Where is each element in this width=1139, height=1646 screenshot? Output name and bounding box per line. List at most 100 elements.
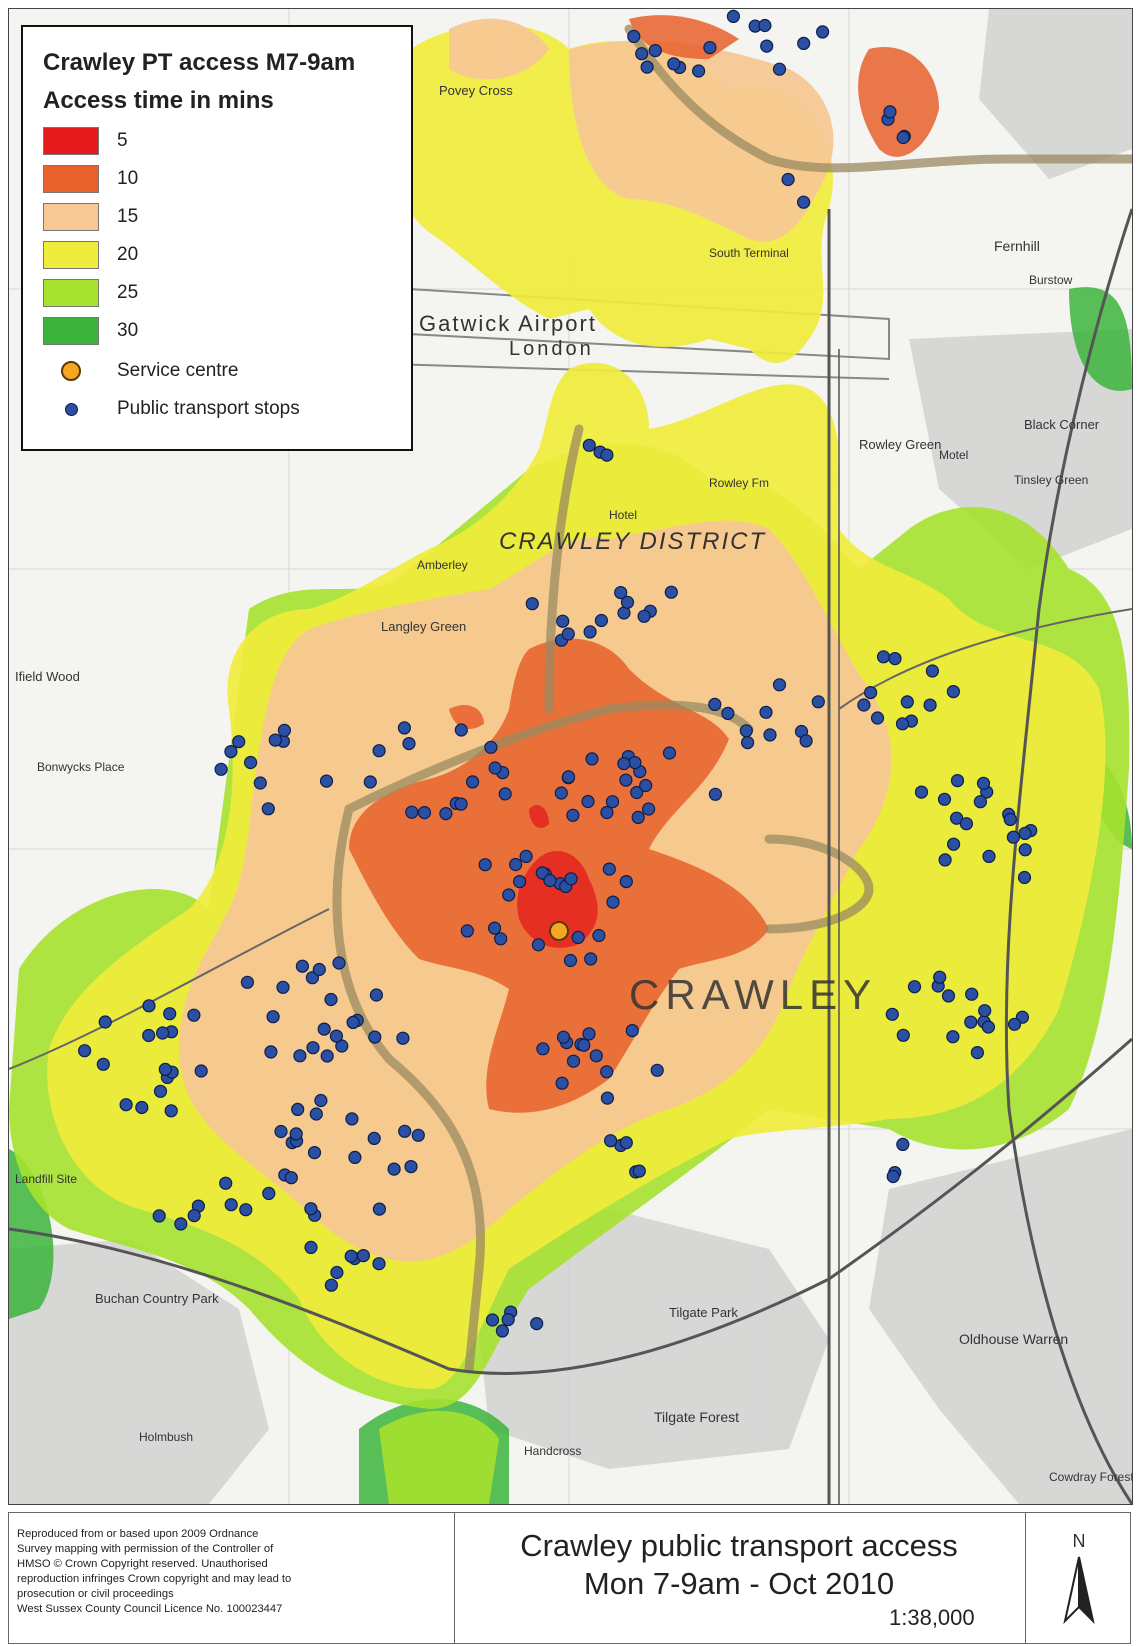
transport-stop-marker[interactable] — [886, 1169, 900, 1184]
transport-stop-marker[interactable] — [369, 988, 383, 1002]
transport-stop-marker[interactable] — [460, 924, 474, 938]
transport-stop-marker[interactable] — [566, 1054, 581, 1068]
transport-stop-marker[interactable] — [404, 1159, 418, 1174]
transport-stop-marker[interactable] — [543, 873, 557, 888]
transport-stop-marker[interactable] — [488, 761, 502, 775]
transport-stop-marker[interactable] — [335, 1039, 349, 1053]
transport-stop-marker[interactable] — [284, 1171, 298, 1185]
transport-stop-marker[interactable] — [981, 1020, 996, 1034]
transport-stop-marker[interactable] — [581, 794, 595, 809]
transport-stop-marker[interactable] — [949, 811, 964, 825]
transport-stop-marker[interactable] — [98, 1015, 112, 1029]
transport-stop-marker[interactable] — [398, 1124, 412, 1138]
transport-stop-marker[interactable] — [760, 39, 774, 53]
transport-stop-marker[interactable] — [708, 697, 722, 712]
transport-stop-marker[interactable] — [142, 999, 156, 1013]
transport-stop-marker[interactable] — [589, 1049, 603, 1063]
transport-stop-marker[interactable] — [372, 744, 386, 758]
transport-stop-marker[interactable] — [266, 1010, 280, 1024]
transport-stop-marker[interactable] — [142, 1028, 156, 1043]
transport-stop-marker[interactable] — [156, 1026, 170, 1040]
transport-stop-marker[interactable] — [224, 1198, 238, 1212]
transport-stop-marker[interactable] — [439, 806, 453, 821]
transport-stop-marker[interactable] — [965, 987, 979, 1001]
transport-stop-marker[interactable] — [635, 47, 649, 61]
transport-stop-marker[interactable] — [466, 775, 480, 789]
transport-stop-marker[interactable] — [781, 172, 795, 187]
transport-stop-marker[interactable] — [417, 805, 432, 820]
transport-stop-marker[interactable] — [964, 1015, 978, 1029]
transport-stop-marker[interactable] — [164, 1104, 178, 1118]
transport-stop-marker[interactable] — [488, 921, 502, 935]
transport-stop-marker[interactable] — [348, 1150, 362, 1165]
transport-stop-marker[interactable] — [970, 1045, 985, 1060]
transport-stop-marker[interactable] — [973, 795, 988, 809]
transport-stop-marker[interactable] — [811, 695, 825, 709]
transport-stop-marker[interactable] — [77, 1044, 92, 1058]
transport-stop-marker[interactable] — [152, 1209, 166, 1223]
transport-stop-marker[interactable] — [324, 1278, 338, 1292]
transport-stop-marker[interactable] — [187, 1008, 201, 1022]
transport-stop-marker[interactable] — [564, 872, 578, 886]
transport-stop-marker[interactable] — [509, 857, 523, 872]
transport-stop-marker[interactable] — [796, 195, 811, 209]
transport-stop-marker[interactable] — [582, 438, 596, 452]
transport-stop-marker[interactable] — [312, 962, 326, 977]
transport-stop-marker[interactable] — [630, 785, 644, 800]
transport-stop-marker[interactable] — [519, 849, 533, 864]
transport-stop-marker[interactable] — [556, 1030, 571, 1044]
transport-stop-marker[interactable] — [650, 1063, 664, 1077]
transport-stop-marker[interactable] — [614, 585, 628, 600]
transport-stop-marker[interactable] — [620, 595, 635, 609]
transport-stop-marker[interactable] — [619, 773, 633, 787]
transport-stop-marker[interactable] — [664, 585, 678, 599]
transport-stop-marker[interactable] — [1007, 1017, 1022, 1031]
transport-stop-marker[interactable] — [346, 1015, 360, 1030]
transport-stop-marker[interactable] — [946, 1030, 960, 1044]
transport-stop-marker[interactable] — [367, 1131, 381, 1146]
transport-stop-marker[interactable] — [261, 802, 275, 816]
transport-stop-marker[interactable] — [583, 625, 597, 639]
transport-stop-marker[interactable] — [978, 1004, 992, 1018]
transport-stop-marker[interactable] — [577, 1038, 591, 1052]
transport-stop-marker[interactable] — [372, 1257, 386, 1271]
transport-stop-marker[interactable] — [896, 130, 910, 145]
transport-stop-marker[interactable] — [396, 1031, 410, 1045]
transport-stop-marker[interactable] — [244, 755, 258, 770]
transport-stop-marker[interactable] — [525, 597, 539, 611]
transport-stop-marker[interactable] — [484, 740, 498, 754]
transport-stop-marker[interactable] — [772, 678, 787, 692]
transport-stop-marker[interactable] — [513, 874, 527, 889]
transport-stop-marker[interactable] — [219, 1176, 233, 1190]
transport-stop-marker[interactable] — [631, 810, 645, 825]
transport-stop-marker[interactable] — [594, 613, 609, 628]
transport-stop-marker[interactable] — [946, 684, 961, 699]
transport-stop-marker[interactable] — [885, 1007, 899, 1021]
transport-stop-marker[interactable] — [494, 932, 508, 946]
transport-stop-marker[interactable] — [726, 9, 741, 24]
transport-stop-marker[interactable] — [563, 953, 578, 968]
transport-stop-marker[interactable] — [536, 1042, 550, 1056]
transport-stop-marker[interactable] — [797, 36, 811, 51]
transport-stop-marker[interactable] — [895, 717, 910, 731]
transport-stop-marker[interactable] — [941, 989, 956, 1003]
transport-stop-marker[interactable] — [1017, 870, 1032, 885]
transport-stop-marker[interactable] — [1006, 830, 1021, 844]
transport-stop-marker[interactable] — [584, 952, 598, 966]
transport-stop-marker[interactable] — [495, 1324, 509, 1338]
transport-stop-marker[interactable] — [923, 698, 937, 712]
transport-stop-marker[interactable] — [600, 805, 614, 820]
transport-stop-marker[interactable] — [293, 1049, 307, 1063]
transport-stop-marker[interactable] — [119, 1098, 133, 1112]
transport-stop-marker[interactable] — [632, 1164, 646, 1178]
transport-stop-marker[interactable] — [896, 1028, 910, 1042]
transport-stop-marker[interactable] — [309, 1107, 323, 1121]
transport-stop-marker[interactable] — [648, 43, 662, 58]
service-centre-marker[interactable] — [549, 921, 569, 941]
transport-stop-marker[interactable] — [938, 853, 952, 867]
transport-stop-marker[interactable] — [314, 1093, 328, 1108]
transport-stop-marker[interactable] — [627, 29, 641, 43]
transport-stop-marker[interactable] — [268, 733, 282, 747]
transport-stop-marker[interactable] — [667, 57, 681, 71]
transport-stop-marker[interactable] — [530, 1316, 544, 1331]
